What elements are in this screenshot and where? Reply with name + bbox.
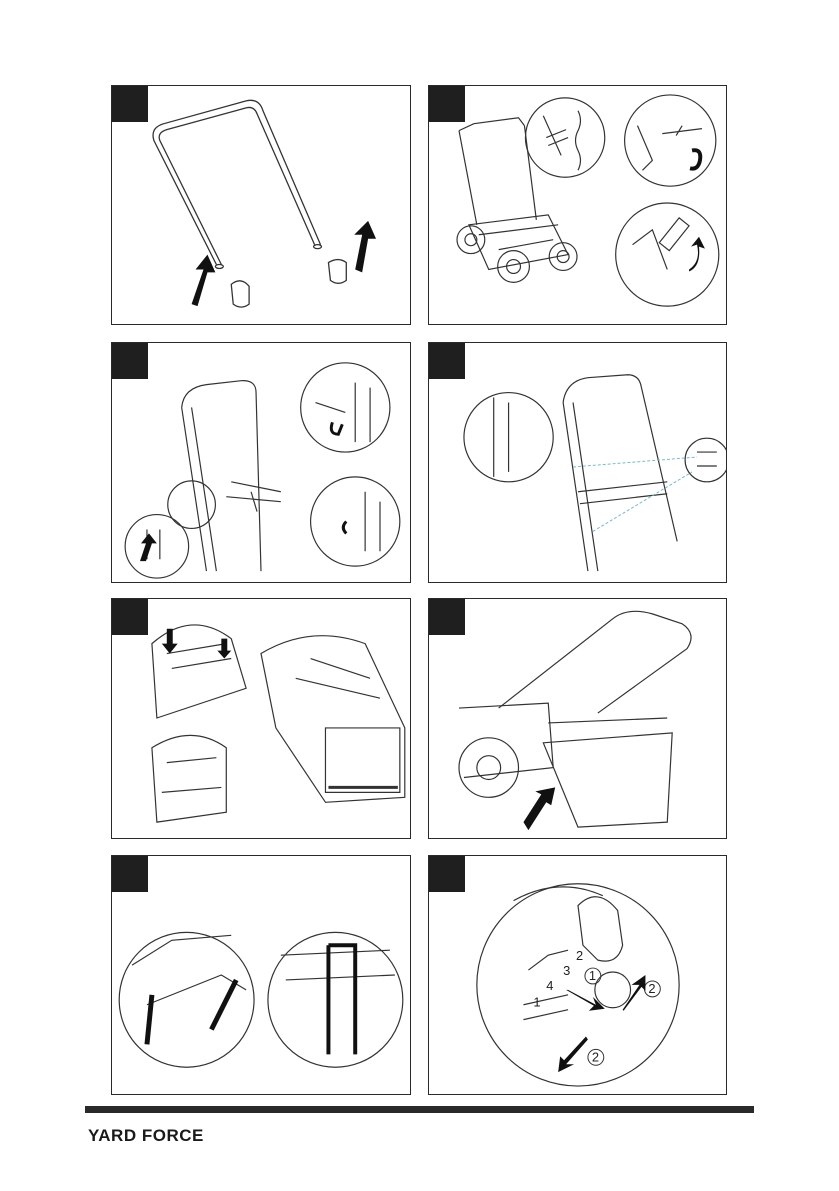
- arrow-up-icon: [354, 221, 376, 273]
- arrow-down-icon: [162, 629, 178, 654]
- panel-cable-routing: [428, 342, 727, 583]
- arrow-down-icon: [217, 639, 231, 659]
- panel-grass-box-assembly: [111, 598, 411, 839]
- illustration-handle-fastening: [112, 343, 410, 582]
- arrow-up-icon: [140, 533, 157, 561]
- scale-label-2: 2: [576, 948, 583, 963]
- arrow-down-icon: [558, 1036, 588, 1072]
- panel-handle-lower-detail: [111, 855, 411, 1095]
- arrow-up-icon: [192, 255, 216, 307]
- brand-logo: YARD FORCE: [88, 1126, 204, 1146]
- footer-rule: [85, 1106, 754, 1113]
- illustration-cable-routing: [429, 343, 726, 582]
- callout-2: 2: [648, 981, 655, 996]
- scale-label-4: 4: [546, 978, 553, 993]
- panel-handle-fastening: [111, 342, 411, 583]
- callout-1: 1: [589, 968, 596, 983]
- arrow-right-icon: [566, 990, 605, 1011]
- arrow-up-icon: [523, 787, 555, 830]
- illustration-handle-upper: [112, 86, 410, 324]
- callout-2-bottom: 2: [592, 1049, 599, 1064]
- rotate-arrow-icon: [689, 237, 705, 272]
- arrow-up-icon: [623, 975, 646, 1011]
- panel-grass-box-attach: [428, 598, 727, 839]
- scale-label-3: 3: [563, 963, 570, 978]
- illustration-handle-lower: [112, 856, 410, 1094]
- illustration-mower: [429, 86, 726, 324]
- illustration-grass-box: [112, 599, 410, 838]
- scale-label-1: 1: [533, 995, 540, 1010]
- panel-mower-side-view: [428, 85, 727, 325]
- panel-handle-upper: [111, 85, 411, 325]
- illustration-height-adjust: 2 3 4 1 1 2 2: [429, 856, 726, 1094]
- panel-height-adjust: 2 3 4 1 1 2 2: [428, 855, 727, 1095]
- illustration-attach-box: [429, 599, 726, 838]
